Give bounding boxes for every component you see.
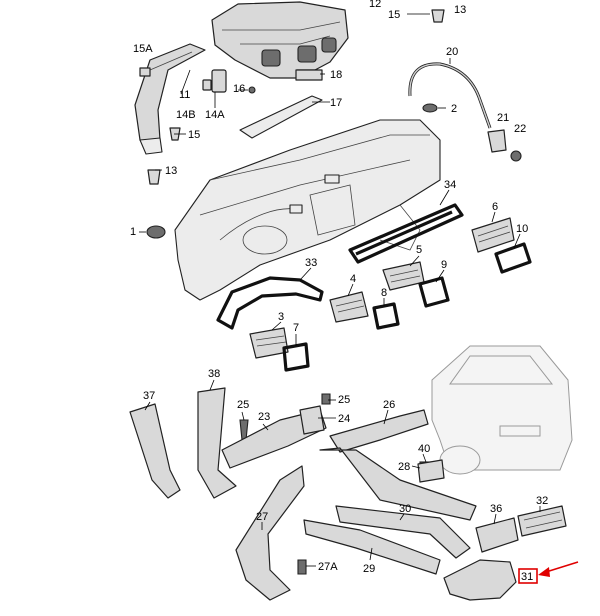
- duct-38: [197, 387, 237, 499]
- vent-4: [329, 291, 369, 323]
- bolt-25b: [321, 393, 331, 405]
- left-upper-duct: [134, 43, 206, 155]
- label-32: 32: [536, 495, 548, 507]
- vent-connector: [295, 69, 323, 81]
- seal-10: [494, 242, 532, 274]
- duct-37: [129, 403, 181, 499]
- seal-8: [372, 302, 400, 330]
- part-24: [299, 405, 325, 435]
- label-24: 24: [338, 413, 350, 425]
- label-10: 10: [516, 223, 528, 235]
- label-13b: 13: [165, 165, 177, 177]
- grommet: [422, 103, 438, 113]
- label-25a: 25: [338, 394, 350, 406]
- label-15: 15: [388, 9, 400, 21]
- label-1: 1: [130, 226, 136, 238]
- label-12: 12: [369, 0, 381, 10]
- vent-3: [249, 327, 289, 359]
- label-9: 9: [441, 259, 447, 271]
- label-13: 13: [454, 4, 466, 16]
- label-34: 34: [444, 179, 456, 191]
- label-6: 6: [492, 201, 498, 213]
- label-28: 28: [398, 461, 410, 473]
- label-20: 20: [446, 46, 458, 58]
- vent-36: [475, 517, 519, 553]
- frame-33: [216, 276, 324, 330]
- duct-31: [443, 559, 517, 601]
- label-21: 21: [497, 112, 509, 124]
- label-15b: 15: [188, 129, 200, 141]
- label-7: 7: [293, 322, 299, 334]
- highlight-arrow: [545, 561, 579, 573]
- label-14b: 14B: [176, 109, 196, 121]
- center-vent-housing: [211, 1, 349, 79]
- label-36: 36: [490, 503, 502, 515]
- seal-7: [282, 342, 310, 372]
- dash-grommet: [146, 225, 166, 239]
- label-29: 29: [363, 563, 375, 575]
- highlighted-callout: 31: [518, 561, 579, 584]
- label-37: 37: [143, 390, 155, 402]
- label-22: 22: [514, 123, 526, 135]
- label-14a: 14A: [205, 109, 225, 121]
- label-31: 31: [521, 571, 533, 583]
- label-5: 5: [416, 244, 422, 256]
- trim-strip: [239, 95, 323, 139]
- label-2: 2: [451, 103, 457, 115]
- car-outline: [431, 345, 573, 475]
- label-4: 4: [350, 273, 356, 285]
- vent-5: [382, 261, 425, 291]
- label-15a: 15A: [133, 43, 153, 55]
- label-23: 23: [258, 411, 270, 423]
- seal-9: [418, 276, 450, 308]
- label-3: 3: [278, 311, 284, 323]
- vent-28: [417, 459, 445, 483]
- label-33: 33: [305, 257, 317, 269]
- clip: [510, 150, 522, 162]
- label-16: 16: [233, 83, 245, 95]
- sensor-plug: [487, 129, 507, 153]
- leader-lines: [139, 13, 541, 567]
- label-18: 18: [330, 69, 342, 81]
- duct-29: [303, 519, 441, 575]
- seal-34: [348, 203, 464, 264]
- duct-23: [221, 409, 327, 469]
- label-27a: 27A: [318, 561, 338, 573]
- vent-6: [471, 217, 515, 253]
- label-27: 27: [256, 511, 268, 523]
- duct-26: [329, 409, 429, 453]
- highlight-box: [518, 568, 538, 584]
- label-11: 11: [179, 89, 190, 101]
- label-40: 40: [418, 443, 430, 455]
- dashboard: [174, 119, 441, 301]
- label-30: 30: [399, 503, 411, 515]
- label-8: 8: [381, 287, 387, 299]
- label-25b: 25: [237, 399, 249, 411]
- sensor-parts: [139, 9, 445, 185]
- duct-27: [235, 465, 305, 601]
- bolt-27a: [297, 559, 307, 575]
- label-38: 38: [208, 368, 220, 380]
- duct-30: [335, 505, 471, 559]
- label-17: 17: [330, 97, 342, 109]
- label-26: 26: [383, 399, 395, 411]
- callout-labels: 12 15 13 15A 18 20 11 16 17 2 14B 14A 21…: [130, 0, 548, 575]
- floor-duct: [319, 447, 477, 521]
